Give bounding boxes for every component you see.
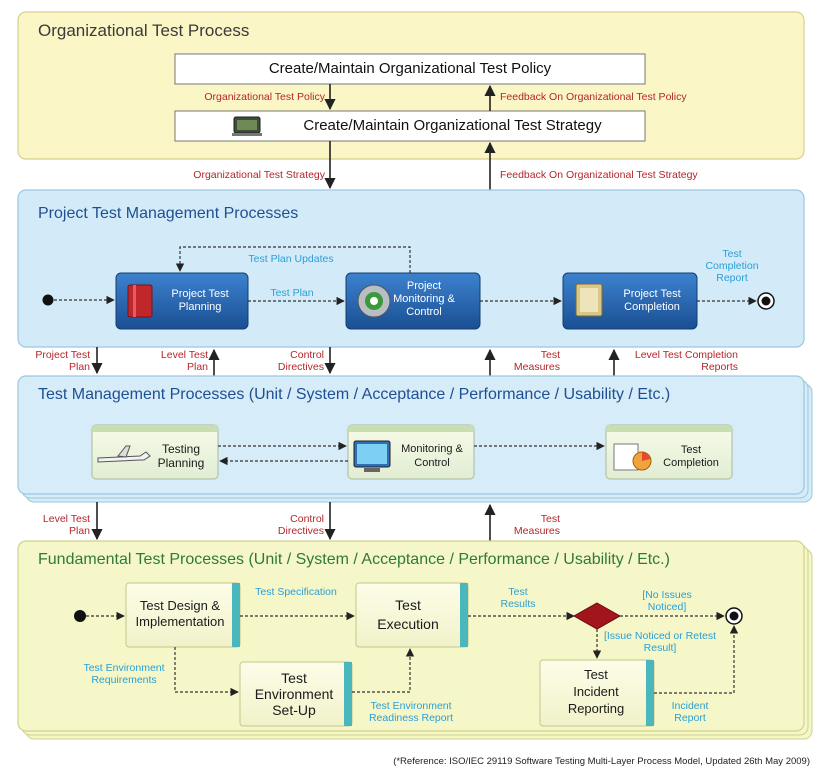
environment-accent: [344, 662, 352, 726]
label-incident-report: Incident Report: [671, 700, 709, 724]
tm-completion-label: Test Completion: [663, 444, 719, 469]
project-completion-label: Project Test Completion: [623, 288, 681, 313]
gear-icon: [357, 284, 391, 318]
fund-title: Fundamental Test Processes (Unit / Syste…: [38, 551, 670, 568]
tm-title: Test Management Processes (Unit / System…: [38, 386, 671, 403]
label-fund-level-test-plan: Level Test Plan: [42, 513, 90, 537]
label-org-policy: Organizational Test Policy: [204, 91, 325, 103]
label-fund-test-measures: Test Measures: [513, 513, 560, 537]
tm-planning-tab: [92, 425, 218, 432]
tm-monitoring-tab: [348, 425, 474, 432]
execution-label: Test Execution: [377, 597, 439, 632]
incident-label: Test Incident Reporting: [567, 667, 625, 716]
tm-completion-tab: [606, 425, 732, 432]
fund-start-node: [74, 610, 86, 622]
tm-monitoring-label: Monitoring & Control: [401, 443, 463, 469]
label-feedback-strategy: Feedback On Organizational Test Strategy: [500, 169, 698, 181]
label-test-measures: Test Measures: [513, 349, 560, 373]
design-accent: [232, 583, 240, 647]
label-completion-report: Test Completion Report: [705, 248, 759, 284]
report-icon: [613, 443, 652, 471]
arrow-design-environment: [174, 647, 239, 697]
policy-box-label: Create/Maintain Organizational Test Poli…: [268, 60, 552, 77]
incident-accent: [646, 660, 654, 726]
environment-label: Test Environment Set-Up: [254, 670, 334, 718]
label-no-issues: [No Issues Noticed]: [642, 589, 692, 613]
label-project-test-plan: Project Test Plan: [35, 349, 90, 373]
arrow-environment-execution: [352, 648, 415, 693]
label-org-strategy: Organizational Test Strategy: [193, 169, 325, 181]
label-feedback-policy: Feedback On Organizational Test Policy: [500, 91, 687, 103]
label-level-completion-reports: Level Test Completion Reports: [634, 349, 738, 373]
folder-icon: [575, 283, 603, 317]
label-test-specification: Test Specification: [255, 586, 337, 598]
monitor-icon: [232, 116, 262, 136]
execution-accent: [460, 583, 468, 647]
project-start-node: [42, 294, 54, 306]
policy-box: [174, 53, 646, 85]
label-env-requirements: Test Environment Requirements: [83, 662, 165, 686]
project-monitoring-label: Project Monitoring & Control: [393, 280, 455, 318]
org-title: Organizational Test Process: [38, 21, 250, 40]
arrow-incident-end: [654, 625, 739, 694]
airplane-icon: [97, 445, 151, 463]
fund-end-node: [725, 607, 743, 625]
project-end-node: [757, 292, 775, 310]
reference-footer: (*Reference: ISO/IEC 29119 Software Test…: [393, 756, 810, 767]
project-title: Project Test Management Processes: [38, 205, 299, 222]
project-planning-label: Project Test Planning: [171, 288, 229, 313]
arrow-plan-updates: [175, 246, 411, 273]
label-issue-noticed: [Issue Noticed or Retest Result]: [603, 630, 717, 654]
label-level-test-plan: Level Test Plan: [160, 349, 208, 373]
tm-planning-label: Testing Planning: [157, 442, 205, 470]
label-test-results: Test Results: [500, 586, 536, 610]
design-label: Test Design & Implementation: [135, 598, 225, 629]
label-test-plan: Test Plan: [270, 287, 314, 299]
computer-icon: [353, 440, 391, 472]
label-plan-updates: Test Plan Updates: [248, 253, 334, 265]
label-control-directives: Control Directives: [277, 349, 324, 373]
book-icon: [127, 284, 153, 318]
strategy-box-label: Create/Maintain Organizational Test Stra…: [303, 117, 602, 134]
label-env-readiness: Test Environment Readiness Report: [368, 700, 454, 724]
label-fund-control-directives: Control Directives: [277, 513, 324, 537]
